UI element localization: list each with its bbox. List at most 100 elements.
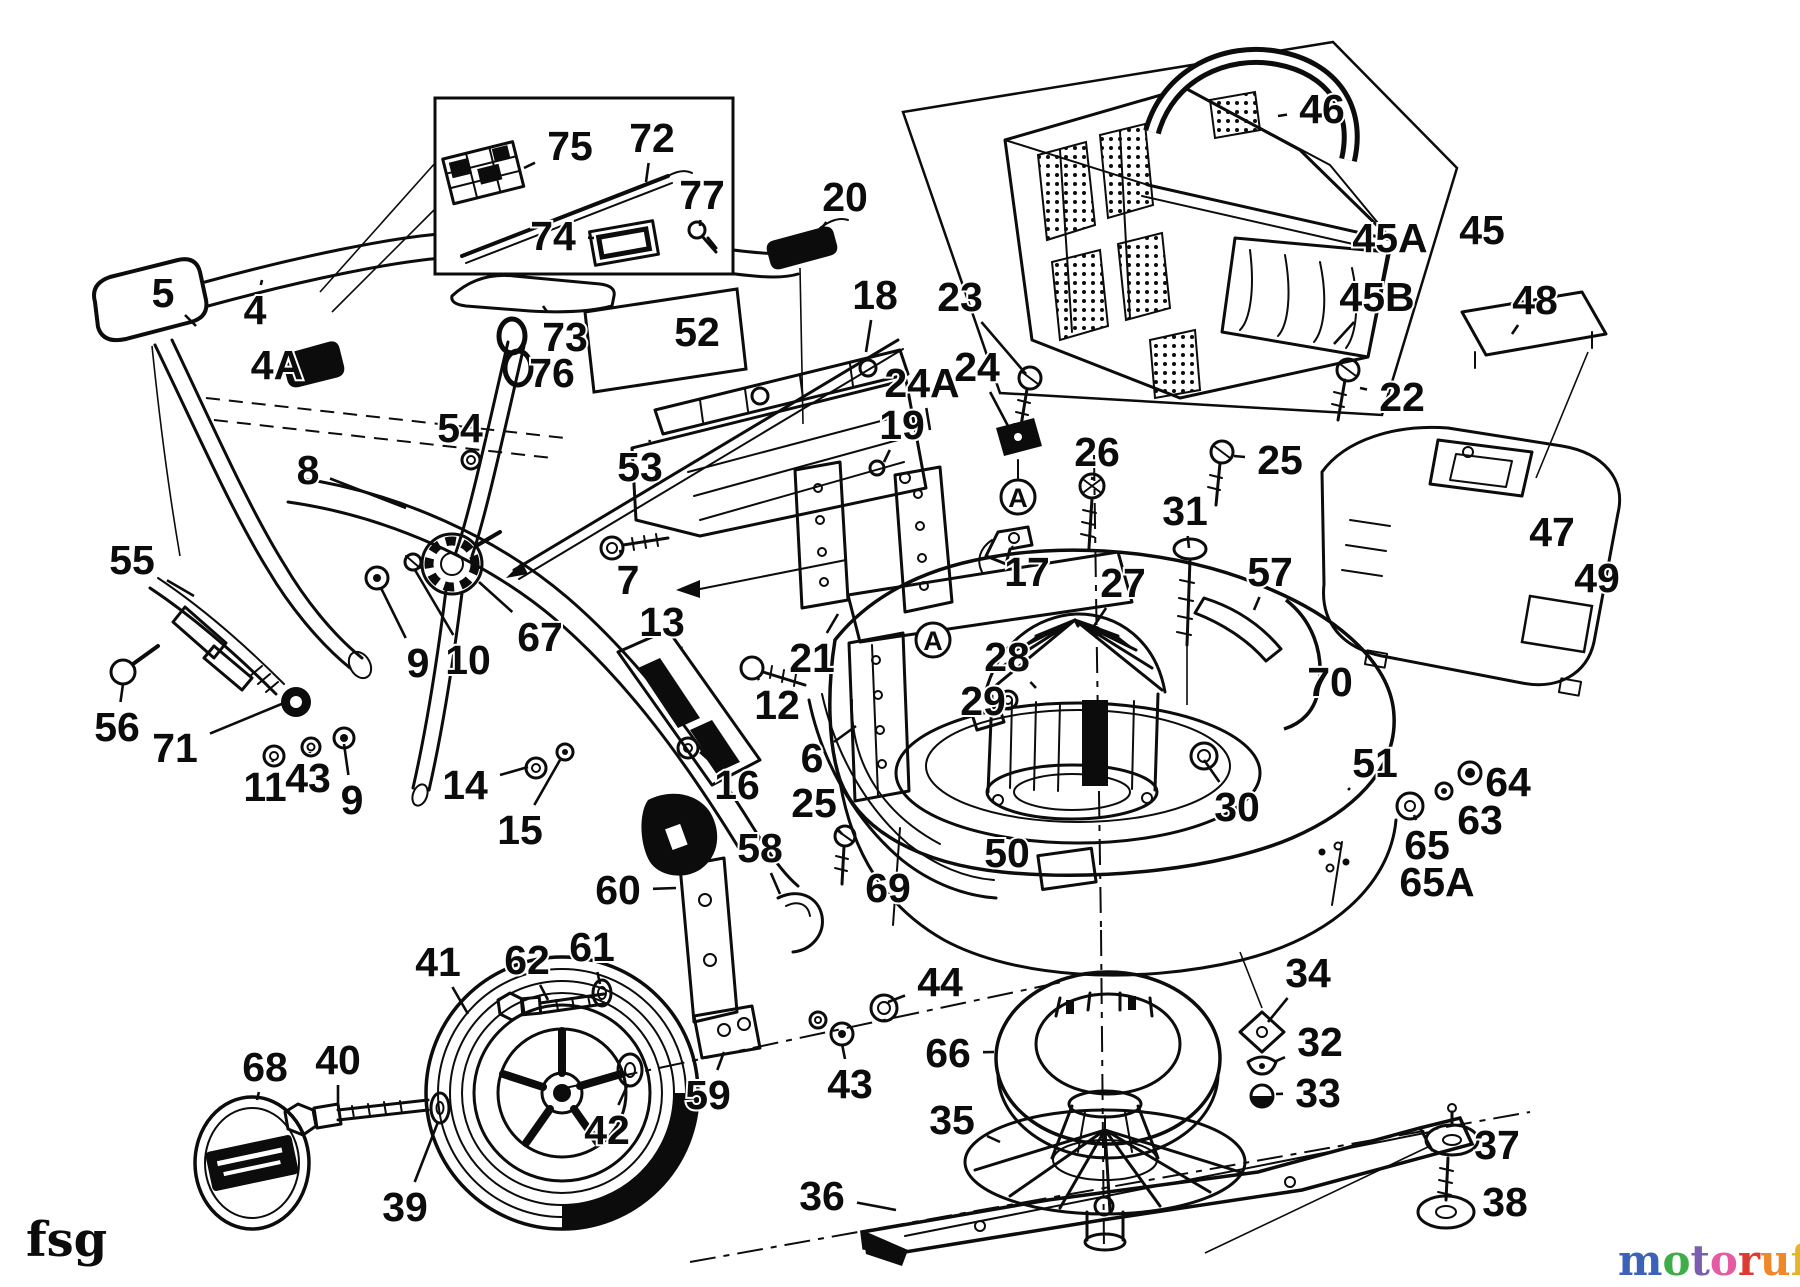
lid-48 [1460,290,1608,357]
blade-36 [689,1111,1531,1266]
callout-24: 24 [954,344,1000,390]
callout-41: 41 [415,939,461,985]
wing-knob-67 [420,532,484,596]
plate-52 [583,287,748,394]
bracket-21 [893,465,954,614]
motor-27 [983,612,1167,696]
bracket-17 [984,525,1034,566]
washer-63 [1434,781,1454,801]
watermark-letter: f [1790,1236,1800,1285]
mower-line-art [92,40,1621,1266]
leader-line-35 [986,1134,1001,1144]
callout-56: 56 [94,704,140,750]
handlebar [92,161,802,888]
callout-10: 10 [445,637,491,683]
height-adjuster [496,728,1063,1089]
callout-76: 76 [529,350,575,396]
watermark-logo: motoruf.de [1618,1236,1800,1285]
callout-58: 58 [737,825,783,871]
leader-line-68 [255,1091,261,1101]
door-panel [630,378,928,538]
fan-ring-66 [994,970,1222,1160]
leader-line-32 [1273,1056,1286,1064]
watermark-letter: r [1737,1236,1761,1285]
callout-5: 5 [152,270,175,316]
leader-line-15 [533,759,562,806]
callout-75: 75 [547,123,593,169]
bracket-59 [678,856,739,1024]
leader-line-58 [769,872,782,895]
blade-adapter-35 [963,1089,1247,1252]
callout-33: 33 [1295,1070,1341,1116]
panel-49 [1520,594,1594,654]
deck-and-motor [807,525,1483,977]
bag-interior-45b [1220,236,1390,359]
leader-line-61 [596,971,602,985]
leader-line-45B [1333,321,1356,345]
leader-line-24A [925,407,932,431]
bearing-30 [1189,741,1219,771]
leader-line-53 [648,439,652,443]
leader-line-4 [259,279,264,286]
callout-45B: 45B [1339,274,1414,320]
footer-code: fsg [26,1212,108,1268]
link-76 [496,316,528,356]
clamp-20 [766,226,838,270]
callout-19: 19 [879,402,925,448]
screw-77 [687,220,707,240]
label-plate-50 [1036,846,1098,891]
leader-line-7 [618,549,623,556]
leader-line-39 [413,1121,440,1183]
callout-43: 43 [827,1061,873,1107]
leader-line-41 [451,986,470,1015]
callout-68: 68 [242,1044,288,1090]
tilt-rod [460,338,904,580]
callout-36: 36 [799,1173,845,1219]
callout-26: 26 [1074,429,1120,475]
leader-line-72 [644,162,650,183]
leader-line-31 [1186,535,1191,549]
callout-45: 45 [1459,207,1505,253]
leader-line-34 [1266,997,1289,1023]
callout-22: 22 [1379,374,1425,420]
leader-line-9 [342,743,350,776]
callout-72: 72 [629,115,675,161]
callout-63: 63 [1457,797,1503,843]
callout-51: 51 [1352,740,1398,786]
bolt-7 [599,535,625,561]
rear-door-assembly [630,218,1134,644]
washer-39 [429,1091,451,1125]
leader-line-71 [209,701,285,735]
deck-top [828,548,1396,877]
callout-59: 59 [685,1072,731,1118]
nut-44 [869,993,899,1023]
callout-64: 64 [1485,759,1531,805]
hubcap-68 [193,1095,311,1231]
screw-31 [1172,537,1208,561]
handle-clamp-4a [282,341,345,388]
mount-28 [997,689,1019,711]
callout-54: 54 [437,405,483,451]
leader-line-48 [1510,324,1520,335]
callout-62: 62 [504,937,550,983]
callout-65A: 65A [1399,859,1474,905]
callout-55: 55 [109,537,155,583]
clip-32 [1246,1055,1278,1076]
callout-24A: 24A [884,360,959,406]
bolt-12 [739,655,765,681]
callout-65: 65 [1404,822,1450,868]
leader-line-16 [699,751,710,761]
callout-69: 69 [865,865,911,911]
leader-line-51 [1347,787,1351,791]
bracket-6 [847,631,911,803]
callout-60: 60 [595,867,641,913]
callout-39: 39 [382,1184,428,1230]
marker-label-A: A [923,626,943,656]
callout-70: 70 [1307,659,1353,705]
leader-line-9 [379,587,407,639]
callout-25: 25 [1257,437,1303,483]
nut-54 [460,449,482,471]
rod-72 [460,174,670,258]
leader-line-25 [835,827,843,835]
